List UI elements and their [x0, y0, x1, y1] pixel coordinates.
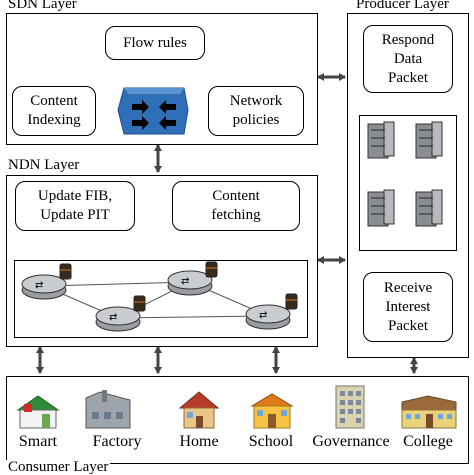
- update-fib-pit-box: Update FIB, Update PIT: [15, 181, 135, 231]
- sdn-layer-label: SDN Layer: [6, 0, 79, 12]
- svg-text:⇄: ⇄: [259, 310, 267, 321]
- router-icon: ⇄ ⇄ ⇄ ⇄: [21, 270, 291, 332]
- svg-text:⇄: ⇄: [181, 276, 189, 287]
- receive-interest-packet-box: Receive Interest Packet: [363, 272, 453, 342]
- consumer-layer-box: [6, 376, 469, 464]
- respond-data-packet-label: Respond Data Packet: [381, 31, 435, 86]
- svg-text:⇄: ⇄: [109, 312, 117, 323]
- consumer-label-college: College: [403, 433, 453, 450]
- network-policies-label: Network policies: [229, 93, 283, 128]
- content-fetching-label: Content fetching: [211, 188, 261, 223]
- consumer-label-factory: Factory: [92, 433, 142, 450]
- respond-data-packet-box: Respond Data Packet: [363, 25, 453, 93]
- consumer-label-governance: Governance: [312, 433, 390, 450]
- consumer-layer-label: Consumer Layer: [6, 459, 111, 475]
- update-fib-pit-label: Update FIB, Update PIT: [37, 188, 113, 223]
- ndn-layer-label: NDN Layer: [6, 157, 82, 173]
- college-icon: [401, 395, 457, 429]
- governance-icon: [335, 385, 365, 429]
- consumer-label-smart: Smart: [18, 433, 58, 450]
- storage-icon: [59, 261, 298, 312]
- consumer-label-school: School: [248, 433, 294, 450]
- consumer-label-home: Home: [179, 433, 219, 450]
- factory-icon: [85, 390, 131, 429]
- content-indexing-label: Content Indexing: [27, 93, 81, 128]
- smart-building-icon: [16, 395, 60, 429]
- content-fetching-box: Content fetching: [172, 181, 300, 231]
- flow-rules-label: Flow rules: [123, 34, 187, 51]
- content-indexing-box: Content Indexing: [12, 86, 96, 136]
- producer-layer-label: Producer Layer: [354, 0, 451, 12]
- network-policies-box: Network policies: [208, 86, 304, 136]
- receive-interest-packet-label: Receive Interest Packet: [383, 279, 433, 334]
- home-icon: [178, 391, 220, 429]
- svg-text:⇄: ⇄: [35, 280, 43, 291]
- flow-rules-box: Flow rules: [105, 26, 205, 60]
- school-icon: [250, 393, 294, 429]
